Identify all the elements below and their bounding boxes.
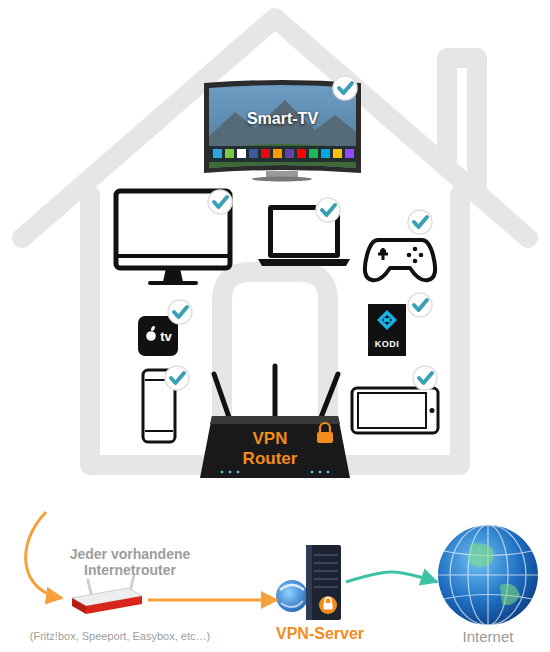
kodi-icon <box>368 304 406 356</box>
internet-globe-icon <box>438 525 538 625</box>
node-title: Smart-TV <box>247 110 318 128</box>
vpn-server: VPN-Server <box>278 543 344 621</box>
home-router-icon <box>72 575 142 614</box>
apple-tv-text: tv <box>160 330 172 343</box>
node-title: Internet <box>463 628 514 645</box>
apple-tv-icon <box>138 316 178 356</box>
kodi-text: KODI <box>375 340 400 349</box>
node-title: VPN-Server <box>276 625 364 643</box>
check-badge <box>165 76 437 390</box>
vpn-router-icon <box>200 366 350 478</box>
node-title: VPN Router <box>243 429 298 468</box>
node-note: (Fritz!box, Speeport, Easybox, etc…) <box>30 630 210 643</box>
tablet-icon <box>352 388 438 433</box>
connector-arrow <box>148 599 277 602</box>
smart-tv: Smart-TV <box>209 88 356 166</box>
vpn-server-icon <box>276 545 341 620</box>
connector-arrow <box>346 572 437 582</box>
incoming-arrow <box>26 512 62 598</box>
vpn-router: VPN Router <box>212 420 332 476</box>
node-title: Jeder vorhandene Internetrouter <box>55 546 205 578</box>
internet-globe: Internet <box>438 525 538 625</box>
house-outline <box>22 18 528 465</box>
internet-router: Jeder vorhandene Internetrouter(Fritz!bo… <box>68 582 146 618</box>
gamepad-icon <box>365 240 435 280</box>
